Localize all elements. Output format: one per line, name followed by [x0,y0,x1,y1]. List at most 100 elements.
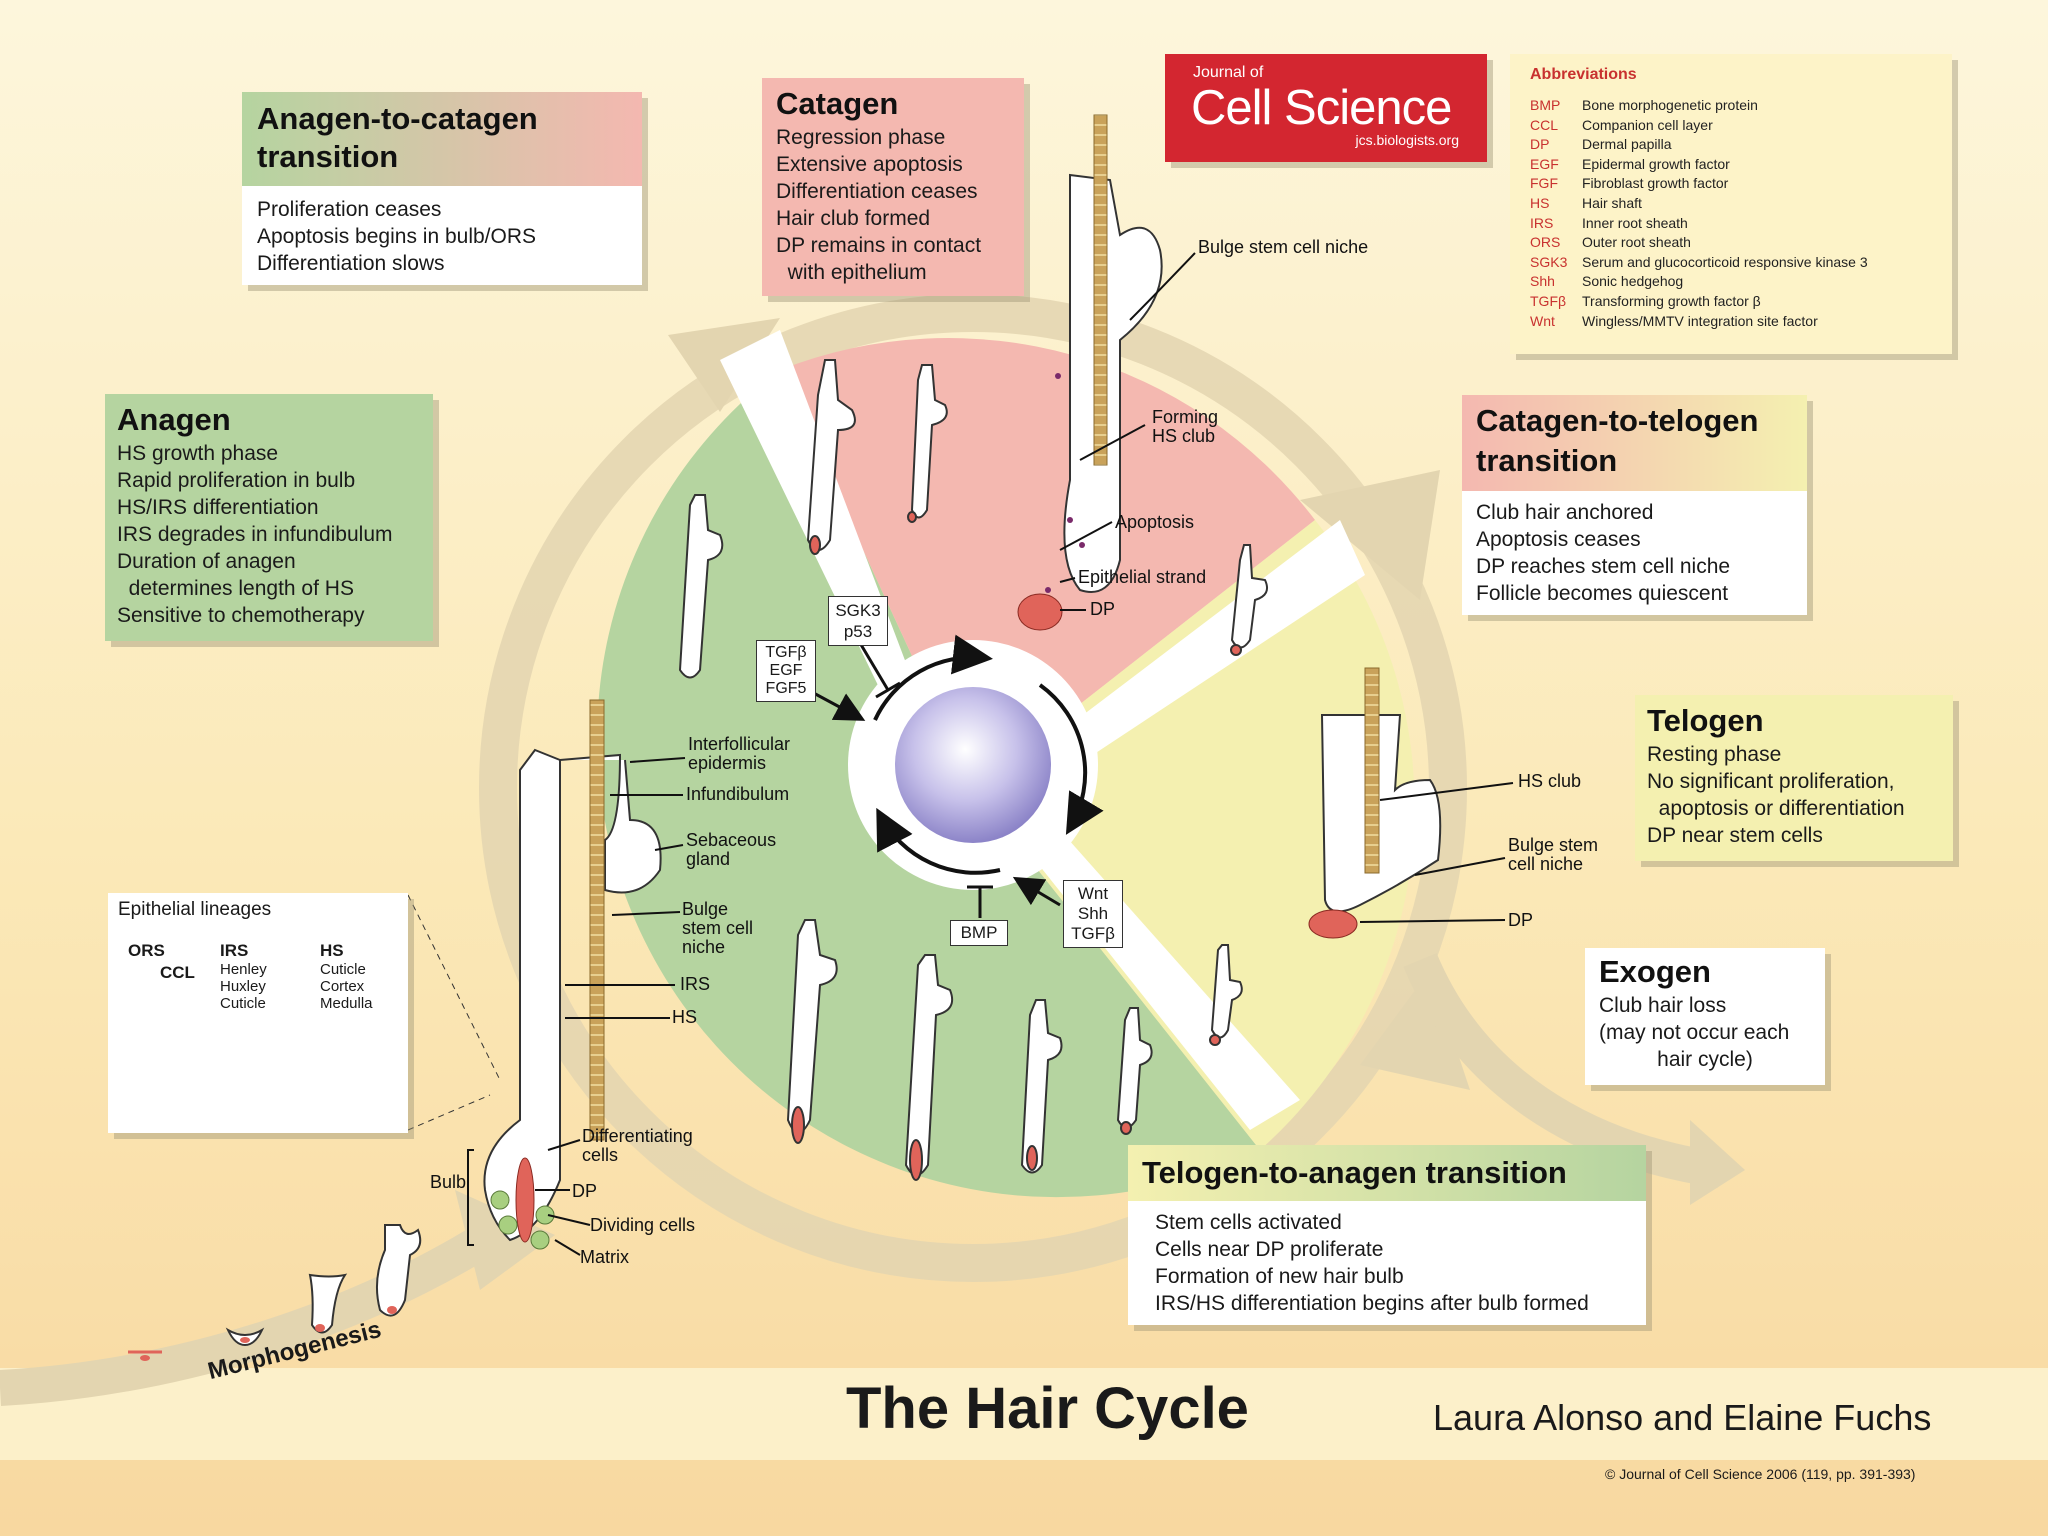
abbreviation-key: BMP [1530,97,1561,113]
label-hs: HS [672,1007,698,1027]
catagen-small-follicles [678,359,1268,679]
lineages-hs: HS [320,941,344,960]
center-sphere [895,687,1051,843]
telogen-to-anagen-title: Telogen-to-anagen transition [1142,1155,1567,1190]
exogen-title: Exogen [1599,954,1711,989]
anagen-to-catagen-panel: Anagen-to-catagen transition Proliferati… [242,92,642,285]
lineages-title: Epithelial lineages [118,899,272,920]
morphogenesis-stages [128,1224,422,1361]
abbreviation-key: HS [1530,194,1550,211]
abbreviation-key: FGF [1530,175,1558,192]
exogen-line: (may not occur each [1599,1021,1790,1044]
anagen-to-catagen-line: Proliferation ceases [257,198,442,221]
signal-label: EGF [769,662,803,679]
catagen-to-telogen-title-1: Catagen-to-telogen [1476,403,1759,438]
abbreviation-key: DP [1530,136,1550,153]
catagen-line: DP remains in contact [776,234,982,257]
catagen-to-telogen-title-2: transition [1476,443,1618,478]
poster-copyright: © Journal of Cell Science 2006 (119, pp.… [1605,1466,1916,1482]
anagen-line: IRS degrades in infundibulum [117,523,393,546]
sgk3-inhibit-bar [875,681,901,699]
label-line: HS club [1152,426,1216,446]
lineages-ccl: CCL [160,963,195,982]
telogen-to-anagen-line: Formation of new hair bulb [1155,1265,1404,1288]
telogen-follicle [1308,667,1442,939]
label-bulge-telogen: Bulge stem cell niche [1508,836,1598,874]
anagen-title: Anagen [117,402,231,437]
telogen-line: Resting phase [1647,743,1782,766]
label-line: Bulge stem [1508,835,1599,855]
anagen-to-catagen-title-1: Anagen-to-catagen [257,101,538,136]
label-line: Bulge [682,899,729,919]
leader-lines [467,252,1514,1256]
abbreviation-key: Wnt [1530,312,1555,329]
anagen-line: Rapid proliferation in bulb [117,469,356,492]
journal-logo-name: Cell Science [1191,81,1452,135]
telogen-to-anagen-line: IRS/HS differentiation begins after bulb… [1155,1292,1589,1315]
exogen-arrow [1403,952,1723,1188]
lineages-irs: IRS [220,941,249,960]
poster-title: The Hair Cycle [846,1376,1249,1441]
label-dividing: Dividing cells [590,1215,696,1235]
exogen-line: Club hair loss [1599,994,1727,1017]
journal-logo-small: Journal of [1193,64,1264,81]
center-cycle-arrow-2 [1038,683,1104,835]
catagen-line: Regression phase [776,126,946,149]
lineage-dash-2 [407,1094,491,1131]
label-line: epidermis [688,753,767,773]
label-line: niche [682,937,726,957]
telogen-sector [973,520,1415,1150]
epithelial-lineages-panel: Epithelial lineages ORS CCL IRS Henley H… [108,893,408,1133]
telogen-line: DP near stem cells [1647,824,1823,847]
lineages-irs-layer: Huxley [220,978,266,995]
journal-logo: Journal of Cell Science jcs.biologists.o… [1165,54,1487,162]
signal-box-sgk3: SGK3 p53 [828,596,888,646]
ring-arrowhead-bottom [1360,970,1470,1090]
center-cycle-arrow-3 [876,807,1001,875]
telogen-panel: Telogen Resting phase No significant pro… [1635,695,1953,861]
signal-label: BMP [960,923,998,942]
anagen-to-catagen-line: Differentiation slows [257,252,445,275]
telogen-to-anagen-line: Stem cells activated [1155,1211,1342,1234]
signal-label: FGF5 [765,680,807,697]
label-epithelial-strand: Epithelial strand [1078,567,1207,587]
label-dp-telogen: DP [1508,910,1534,930]
abbreviation-value: Epidermal growth factor [1582,155,1730,172]
signal-label: Wnt [1077,884,1109,903]
catagen-line: Extensive apoptosis [776,153,963,176]
label-line: gland [686,849,731,869]
separator-catagen-telogen [1050,520,1365,770]
telogen-line: apoptosis or differentiation [1647,797,1905,820]
label-line: Forming [1152,407,1219,427]
anagen-small-follicles [786,919,1243,1181]
label-line: cells [582,1145,619,1165]
lineages-hs-layer: Cuticle [320,961,366,978]
signal-label: TGFβ [765,644,807,661]
abbreviation-value: Hair shaft [1582,194,1642,211]
center-cycle-arrow-1 [873,634,993,721]
label-line: Sebaceous [686,830,777,850]
label-bulge-anagen: Bulge stem cell niche [682,900,753,957]
catagen-line: Differentiation ceases [776,180,978,203]
anagen-panel: Anagen HS growth phase Rapid proliferati… [105,394,433,641]
abbreviation-row: Wnt Wingless/MMTV integration site factor [1530,312,1932,332]
abbreviation-value: Wingless/MMTV integration site factor [1582,312,1818,329]
anagen-line: determines length of HS [117,577,354,600]
label-dp-catagen: DP [1090,599,1116,619]
abbreviation-key: Shh [1530,273,1555,290]
telogen-to-anagen-panel: Telogen-to-anagen transition Stem cells … [1128,1145,1646,1325]
abbreviation-value: Inner root sheath [1582,214,1688,231]
label-infundibulum: Infundibulum [686,784,790,804]
signal-label: TGFβ [1071,924,1115,943]
anagen-follicle [483,699,662,1250]
journal-logo-url: jcs.biologists.org [1355,132,1460,148]
anagen-to-catagen-header: Anagen-to-catagen transition [242,92,642,186]
cycle-ring [479,294,1467,1282]
label-line: Interfollicular [688,734,791,754]
